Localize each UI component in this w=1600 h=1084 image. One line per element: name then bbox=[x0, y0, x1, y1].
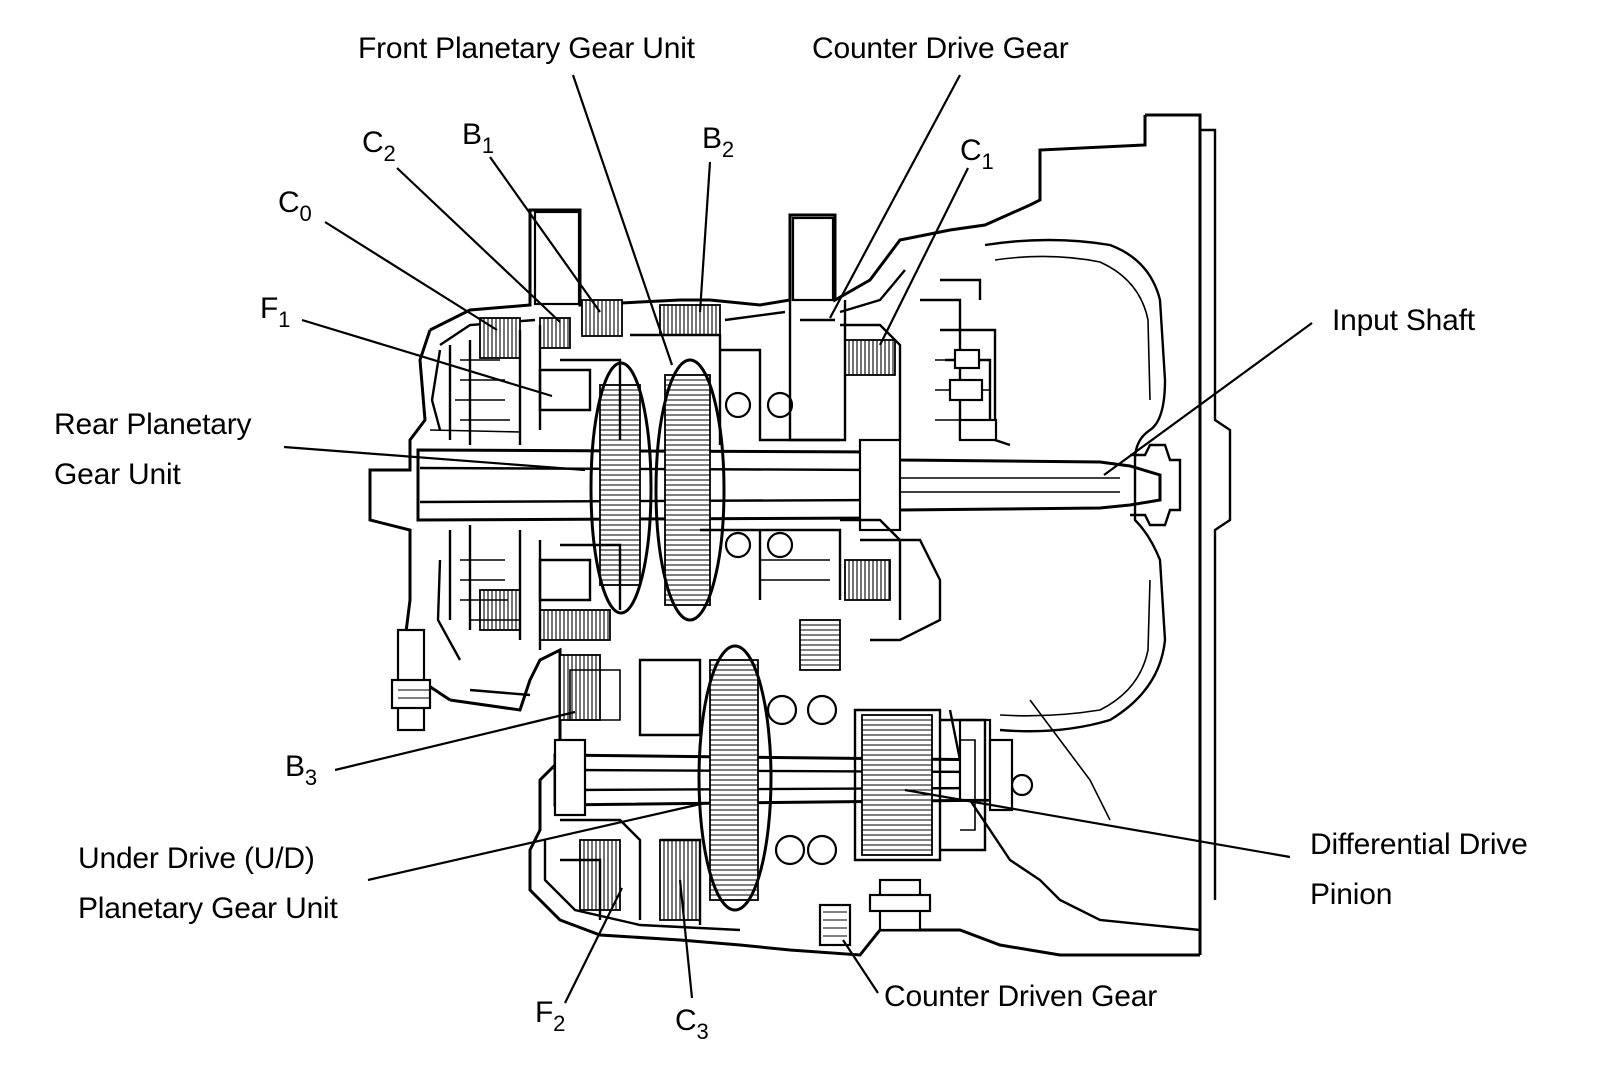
c3-clutch-pack bbox=[659, 839, 701, 921]
leader-b1 bbox=[489, 156, 601, 313]
leader-rear-planetary bbox=[283, 445, 586, 472]
label-c1: C1 bbox=[960, 134, 994, 174]
c2-clutch-pack bbox=[539, 317, 571, 349]
planetary-highlight-ellipses bbox=[589, 358, 773, 912]
label-b1: B1 bbox=[462, 118, 494, 158]
counter-driven-teeth bbox=[799, 619, 841, 671]
leader-c0 bbox=[324, 221, 498, 331]
internal-components bbox=[429, 278, 1034, 947]
label-front-planetary-gear-unit: Front Planetary Gear Unit bbox=[358, 32, 695, 65]
front-planetary-ellipse bbox=[654, 358, 726, 622]
leader-f2 bbox=[564, 887, 623, 1004]
label-c2: C2 bbox=[362, 126, 396, 166]
leader-c2 bbox=[396, 167, 561, 323]
c1-lower-pack bbox=[844, 559, 891, 601]
ud-planetary-ellipse bbox=[697, 644, 773, 912]
c0-clutch-pack bbox=[479, 317, 521, 359]
ud-planetary-teeth bbox=[709, 659, 759, 901]
front-planetary-teeth bbox=[664, 374, 711, 606]
label-rear-planetary-gear-unit: Rear Planetary Gear Unit bbox=[54, 408, 252, 491]
label-c3: C3 bbox=[675, 1004, 709, 1044]
label-under-drive-planetary-gear-unit: Under Drive (U/D) Planetary Gear Unit bbox=[78, 842, 338, 925]
leader-input-shaft bbox=[1103, 322, 1313, 476]
clutch-packs bbox=[479, 299, 933, 921]
input-shaft-assembly bbox=[416, 438, 1182, 532]
b3-brake-pack bbox=[559, 654, 601, 721]
leader-counter-drive bbox=[829, 74, 961, 319]
b1-brake-pack bbox=[581, 299, 623, 337]
leader-c3 bbox=[678, 879, 694, 999]
label-b2: B2 bbox=[702, 122, 734, 162]
leader-under-drive bbox=[367, 801, 706, 882]
leader-front-planetary bbox=[571, 74, 674, 366]
leader-c1 bbox=[879, 167, 969, 346]
label-differential-drive-pinion: Differential Drive Pinion bbox=[1310, 828, 1528, 911]
c1-clutch-pack bbox=[844, 339, 896, 376]
label-c0: C0 bbox=[278, 186, 312, 226]
leader-b3 bbox=[334, 710, 576, 772]
label-b3: B3 bbox=[285, 750, 317, 790]
rear-planetary-ellipse bbox=[589, 361, 653, 615]
leader-differential bbox=[904, 788, 1291, 859]
c0-lower-pack bbox=[479, 589, 521, 631]
leader-counter-driven bbox=[842, 939, 879, 994]
b1-lower-pack bbox=[539, 609, 611, 641]
differential-pinion-teeth bbox=[861, 714, 933, 856]
label-f1: F1 bbox=[260, 292, 291, 332]
leader-f1 bbox=[301, 318, 553, 398]
b2-brake-pack bbox=[659, 304, 721, 336]
label-f2: F2 bbox=[535, 996, 566, 1036]
transaxle-housing bbox=[368, 113, 1232, 957]
label-counter-drive-gear: Counter Drive Gear bbox=[812, 32, 1069, 65]
label-input-shaft: Input Shaft bbox=[1332, 304, 1475, 337]
counter-shaft-assembly bbox=[553, 738, 1002, 817]
leader-b2 bbox=[698, 161, 712, 313]
leader-lines bbox=[283, 74, 1313, 1004]
label-counter-driven-gear: Counter Driven Gear bbox=[884, 980, 1157, 1013]
